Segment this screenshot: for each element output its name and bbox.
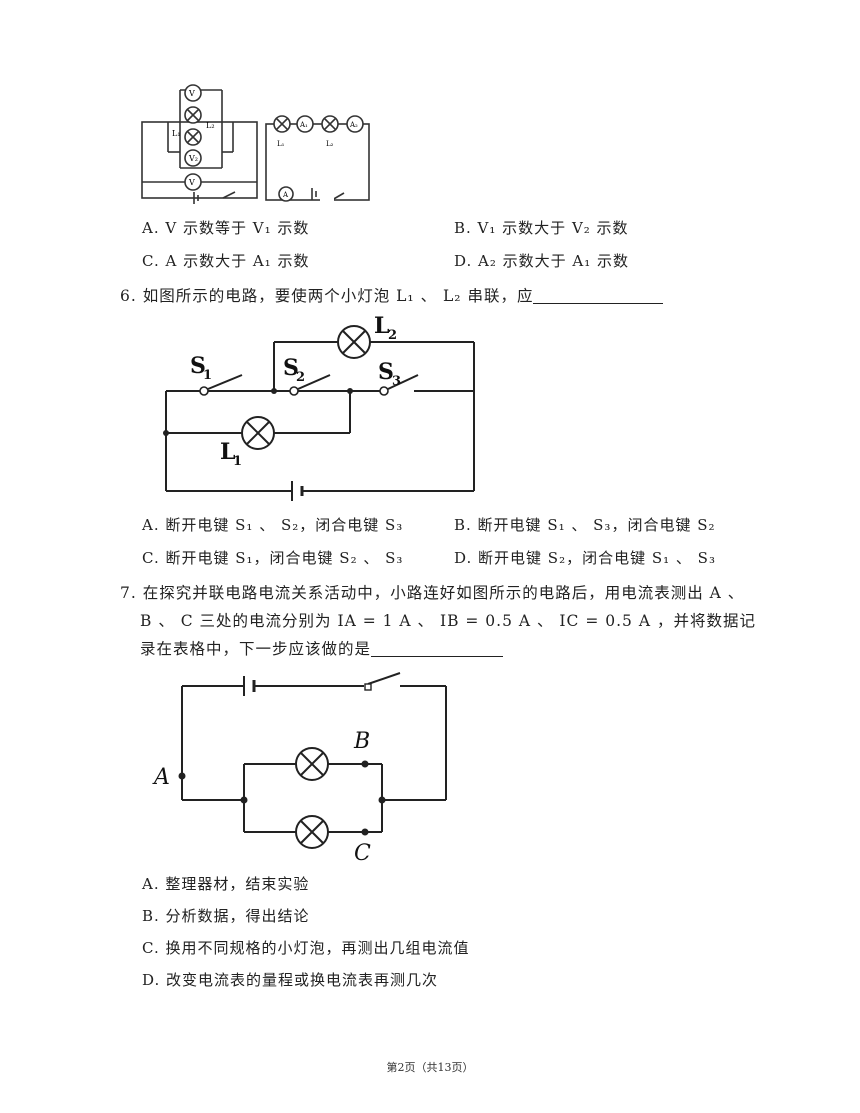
q5-fig2-label: L₁ bbox=[277, 140, 285, 148]
q5-fig2-label: A₁ bbox=[299, 121, 308, 129]
q6-option-a[interactable]: A. 断开电键 S₁ 、 S₂，闭合电键 S₃ bbox=[142, 516, 404, 534]
q7-circuit-diagram: A B C bbox=[152, 672, 447, 866]
q5-figure-ammeters: A₁ A₂ L₁ L₂ A bbox=[265, 115, 370, 204]
q6-option-d[interactable]: D. 断开电键 S₂，闭合电键 S₁ 、 S₃ bbox=[454, 549, 716, 567]
q6-label-s3-sub: 3 bbox=[392, 374, 401, 389]
q5-fig2-label: A bbox=[282, 191, 289, 199]
q7-stem-line3-text: 录在表格中，下一步应该做的是 bbox=[140, 640, 372, 658]
q6-label-l1-sub: 1 bbox=[233, 454, 242, 469]
q5-fig1-label: V bbox=[188, 178, 195, 187]
q5-fig1-label: V bbox=[188, 89, 195, 98]
q7-option-a[interactable]: A. 整理器材，结束实验 bbox=[142, 875, 310, 893]
q5-option-c[interactable]: C. A 示数大于 A₁ 示数 bbox=[142, 252, 310, 270]
q6-answer-blank[interactable] bbox=[533, 287, 664, 304]
q5-option-a[interactable]: A. V 示数等于 V₁ 示数 bbox=[142, 219, 310, 237]
q6-label-l2: L bbox=[374, 313, 389, 339]
q7-answer-blank[interactable] bbox=[371, 640, 504, 657]
q7-label-b: B bbox=[353, 729, 370, 754]
q5-fig1-label: L₂ bbox=[206, 121, 215, 130]
q6-label-s1-sub: 1 bbox=[203, 368, 212, 383]
q7-stem-line1: 7. 在探究并联电路电流关系活动中，小路连好如图所示的电路后，用电流表测出 A … bbox=[120, 584, 745, 602]
q6-label-l2-sub: 2 bbox=[388, 328, 397, 343]
page-footer: 第2页（共13页） bbox=[386, 1061, 474, 1074]
q5-option-d[interactable]: D. A₂ 示数大于 A₁ 示数 bbox=[454, 252, 630, 270]
q6-label-l1: L bbox=[220, 439, 235, 465]
q7-option-c[interactable]: C. 换用不同规格的小灯泡，再测出几组电流值 bbox=[142, 939, 470, 957]
q6-label-s1: S bbox=[190, 353, 206, 379]
q6-option-b[interactable]: B. 断开电键 S₁ 、 S₃，闭合电键 S₂ bbox=[454, 516, 716, 534]
q6-label-s3: S bbox=[378, 359, 394, 385]
q7-label-a: A bbox=[152, 765, 170, 790]
q5-fig2-label: A₂ bbox=[349, 121, 358, 129]
q6-label-s2: S bbox=[283, 355, 299, 381]
q6-stem: 6. 如图所示的电路，要使两个小灯泡 L₁ 、 L₂ 串联，应 bbox=[120, 284, 664, 306]
q7-option-b[interactable]: B. 分析数据，得出结论 bbox=[142, 907, 310, 925]
q5-fig2-label: L₂ bbox=[326, 140, 334, 148]
q7-option-d[interactable]: D. 改变电流表的量程或换电流表再测几次 bbox=[142, 971, 439, 989]
q6-option-c[interactable]: C. 断开电键 S₁，闭合电键 S₂ 、 S₃ bbox=[142, 549, 404, 567]
q6-label-s2-sub: 2 bbox=[296, 370, 305, 385]
q5-option-b[interactable]: B. V₁ 示数大于 V₂ 示数 bbox=[454, 219, 629, 237]
q5-fig1-label: L₁ bbox=[172, 129, 181, 138]
q6-stem-text: 6. 如图所示的电路，要使两个小灯泡 L₁ 、 L₂ 串联，应 bbox=[120, 287, 534, 305]
q6-circuit-diagram: L 2 S 1 S 2 S 3 L 1 bbox=[163, 313, 475, 501]
q7-stem-line3: 录在表格中，下一步应该做的是 bbox=[140, 637, 504, 659]
q5-figure-voltmeters: V L₁ L₂ V₂ V bbox=[141, 84, 258, 204]
q5-fig1-label: V₂ bbox=[188, 154, 198, 163]
q7-label-c: C bbox=[354, 841, 371, 866]
q7-stem-line2: B 、 C 三处的电流分别为 IA = 1 A 、 IB = 0.5 A 、 I… bbox=[140, 612, 756, 630]
